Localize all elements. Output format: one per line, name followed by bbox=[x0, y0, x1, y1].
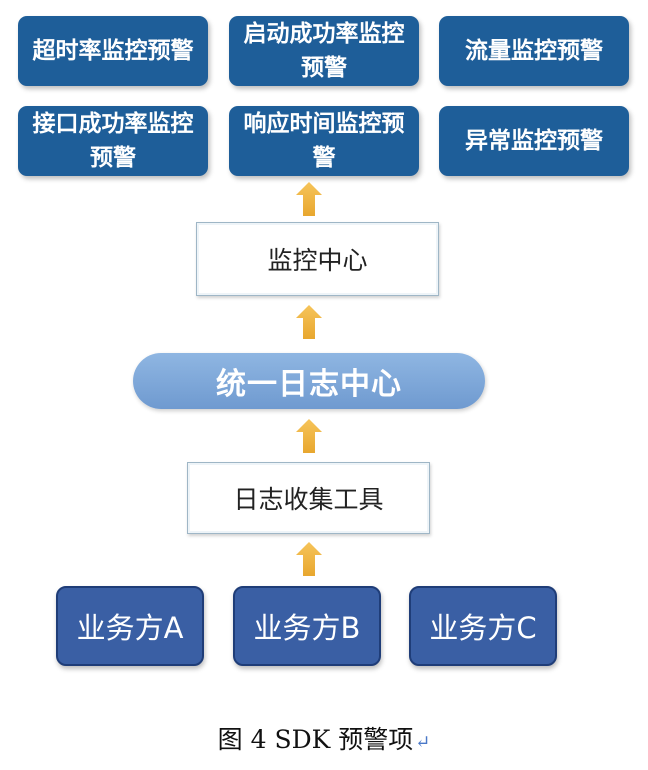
alert-launch-success-rate: 启动成功率监控预警 bbox=[229, 16, 419, 86]
figure-caption: 图 4 SDK 预警项 bbox=[217, 725, 414, 754]
alert-exception: 异常监控预警 bbox=[439, 106, 629, 176]
unified-log-center: 统一日志中心 bbox=[133, 353, 485, 409]
return-mark-icon: ↵ bbox=[415, 732, 431, 753]
monitor-center-box: 监控中心 bbox=[196, 222, 439, 296]
arrow-up-icon bbox=[296, 542, 322, 576]
arrow-up-icon bbox=[296, 419, 322, 453]
arrow-up-icon bbox=[296, 182, 322, 216]
business-party-a: 业务方A bbox=[56, 586, 204, 666]
figure-caption-row: 图 4 SDK 预警项↵ bbox=[0, 720, 648, 756]
alert-response-time: 响应时间监控预警 bbox=[229, 106, 419, 176]
business-party-b: 业务方B bbox=[233, 586, 381, 666]
alert-traffic: 流量监控预警 bbox=[439, 16, 629, 86]
alert-timeout-rate: 超时率监控预警 bbox=[18, 16, 208, 86]
alert-api-success-rate: 接口成功率监控预警 bbox=[18, 106, 208, 176]
arrow-up-icon bbox=[296, 305, 322, 339]
business-party-c: 业务方C bbox=[409, 586, 557, 666]
log-collector-box: 日志收集工具 bbox=[187, 462, 430, 534]
